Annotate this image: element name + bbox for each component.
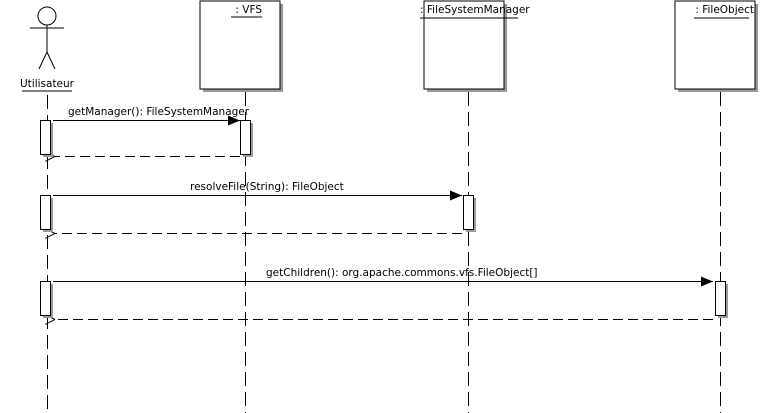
- actor-label: Utilisateur: [20, 78, 75, 90]
- object-label-fileobject: : FileObject: [695, 4, 754, 16]
- object-label-filesystemmanager: : FileSystemManager: [420, 4, 530, 16]
- activation-bar: [40, 281, 728, 318]
- activation-bar: [40, 195, 476, 232]
- lifeline-box-filesystemmanager[interactable]: : FileSystemManager: [420, 0, 530, 92]
- object-label-vfs: : VFS: [235, 4, 262, 16]
- message-getchildren[interactable]: getChildren(): org.apache.commons.vfs.Fi…: [53, 267, 713, 320]
- stick-figure-actor-icon: [30, 6, 64, 70]
- message-label: resolveFile(String): FileObject: [190, 181, 344, 193]
- message-getmanager[interactable]: getManager(): FileSystemManager: [53, 106, 250, 157]
- message-label: getChildren(): org.apache.commons.vfs.Fi…: [266, 267, 538, 279]
- lifeline-box-fileobject[interactable]: : FileObject: [674, 0, 758, 92]
- activation-bar: [40, 120, 253, 157]
- actor-utilisateur[interactable]: Utilisateur: [20, 6, 75, 92]
- message-resolvefile[interactable]: resolveFile(String): FileObject: [53, 181, 462, 234]
- lifeline-box-vfs[interactable]: : VFS: [199, 0, 283, 92]
- message-label: getManager(): FileSystemManager: [68, 106, 250, 118]
